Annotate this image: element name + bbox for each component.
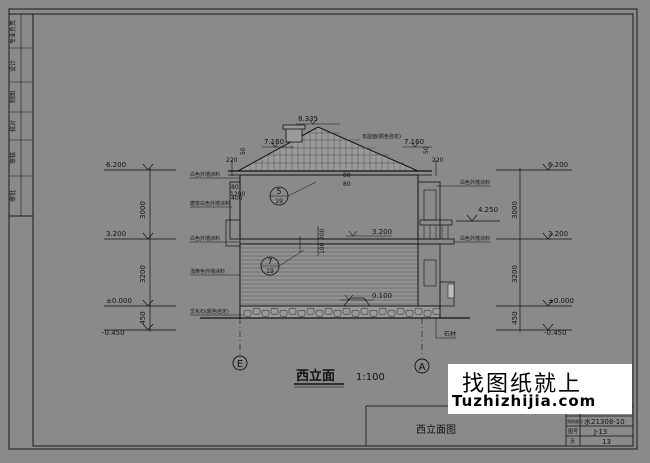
level-left-3: ±0.000 xyxy=(106,297,132,305)
mid-level-mark xyxy=(299,226,392,301)
left-balcony xyxy=(225,219,241,247)
stone-base xyxy=(200,305,470,319)
watermark-line-1: 找图纸就上 xyxy=(462,372,583,397)
upper-window xyxy=(423,189,437,221)
side-label-2: 设计 xyxy=(9,60,17,72)
steps xyxy=(343,297,371,307)
level-right-3: 3.200 xyxy=(548,230,568,238)
dim-200: 200 xyxy=(319,228,326,240)
note-leaders-right xyxy=(435,185,490,339)
level-ridge: 8.335 xyxy=(298,115,318,123)
dim-right-1: 3000 xyxy=(511,201,519,219)
page-number: 13 xyxy=(602,438,611,446)
dim-left-3: 450 xyxy=(139,311,147,324)
note-right-2: 白色外墙涂料 xyxy=(460,235,490,242)
dim-1200: 1200 xyxy=(230,191,245,198)
note-left-5: 文化石(颜色自定) xyxy=(190,308,229,315)
chimney xyxy=(285,127,303,143)
note-roof: 瓦屋面(颜色自定) xyxy=(362,133,401,140)
note-right-1: 白色外墙涂料 xyxy=(460,179,490,186)
watermark-banner: 找图纸就上 Tuzhizhijia.com xyxy=(448,364,632,414)
watermark-line-2: Tuzhizhijia.com xyxy=(452,392,597,410)
dim-100: 100 xyxy=(319,242,326,254)
dim-right-3: 450 xyxy=(511,311,519,324)
note-left-3: 白色外墙涂料 xyxy=(190,235,220,242)
note-stone: 石材 xyxy=(444,330,456,338)
level-right-5: -0.450 xyxy=(544,329,567,337)
side-label-1: 专业负责 xyxy=(9,20,17,44)
level-slope-left: 7.160 xyxy=(264,138,284,146)
drawing-number-label: 图纸编号 xyxy=(567,418,583,424)
level-right-2: 4.250 xyxy=(478,206,498,214)
balcony-rail xyxy=(419,219,453,226)
axis-label-e: E xyxy=(237,359,243,370)
dim-right-2: 3200 xyxy=(511,265,519,283)
dim-400: 400 xyxy=(231,195,243,202)
drawing-frame xyxy=(32,13,634,447)
page-label: 页 xyxy=(570,439,575,445)
detail-2-top: 7 xyxy=(267,257,272,266)
dim-80: 80 xyxy=(231,184,239,191)
dim-50: 50 xyxy=(240,147,247,155)
dim-80b: 80 xyxy=(343,172,351,179)
sheet-label: 图号 xyxy=(568,429,578,435)
axis-lines xyxy=(239,318,423,356)
level-left-4: -0.450 xyxy=(102,329,125,337)
dim-eave-right: 220 xyxy=(432,157,444,164)
level-mid: 3.200 xyxy=(372,228,392,236)
sheet-border xyxy=(8,8,638,450)
detail-callout-1: 5 19 xyxy=(269,181,317,206)
side-label-4: 校对 xyxy=(9,120,17,132)
dim-80c: 80 xyxy=(343,181,351,188)
detail-1-bottom: 19 xyxy=(275,198,283,205)
dim-eave-left: 220 xyxy=(226,157,238,164)
side-label-6: 审批 xyxy=(9,190,17,202)
dim-left-2: 3200 xyxy=(139,265,147,283)
title-block xyxy=(365,405,633,446)
level-marks-left xyxy=(104,163,176,332)
level-slope-right: 7.160 xyxy=(404,138,424,146)
side-title-strip: 专业负责 设计 制图 校对 审核 审批 xyxy=(9,13,33,217)
view-title: 西立面 xyxy=(296,368,335,384)
plant-pot xyxy=(447,283,455,299)
level-marks-right xyxy=(456,163,572,332)
detail-1-top: 5 xyxy=(276,187,281,196)
level-right-4: ±0.000 xyxy=(548,297,574,305)
level-base: 0.100 xyxy=(372,292,392,300)
roof-level-marks xyxy=(231,118,437,176)
upper-floor xyxy=(225,174,455,247)
sheet-number: J-13 xyxy=(593,428,607,436)
level-left-2: 3.200 xyxy=(106,230,126,238)
side-label-5: 审核 xyxy=(9,152,17,164)
note-left-4: 浅黄色外墙涂料 xyxy=(190,268,225,275)
level-right-1: 6.200 xyxy=(548,161,568,169)
side-label-3: 制图 xyxy=(9,91,17,103)
dim-50-right: 50 xyxy=(423,146,430,154)
axis-marker-a xyxy=(414,358,430,374)
axis-label-a: A xyxy=(419,362,426,373)
level-left-1: 6.200 xyxy=(106,161,126,169)
drawing-number: 水21308-10 xyxy=(584,417,625,426)
detail-2-bottom: 19 xyxy=(266,268,274,275)
note-left-2: 磨浆白色外墙涂料 xyxy=(190,200,230,207)
view-scale: 1:100 xyxy=(356,372,385,383)
note-leaders-left xyxy=(190,177,244,316)
detail-callout-2: 7 19 xyxy=(260,249,305,276)
roof xyxy=(228,124,432,176)
axis-marker-e xyxy=(232,355,248,371)
lower-window xyxy=(423,259,437,287)
dim-left-1: 3000 xyxy=(139,201,147,219)
sheet-title: 西立面图 xyxy=(416,423,456,436)
note-left-1: 白色外墙涂料 xyxy=(190,171,220,178)
